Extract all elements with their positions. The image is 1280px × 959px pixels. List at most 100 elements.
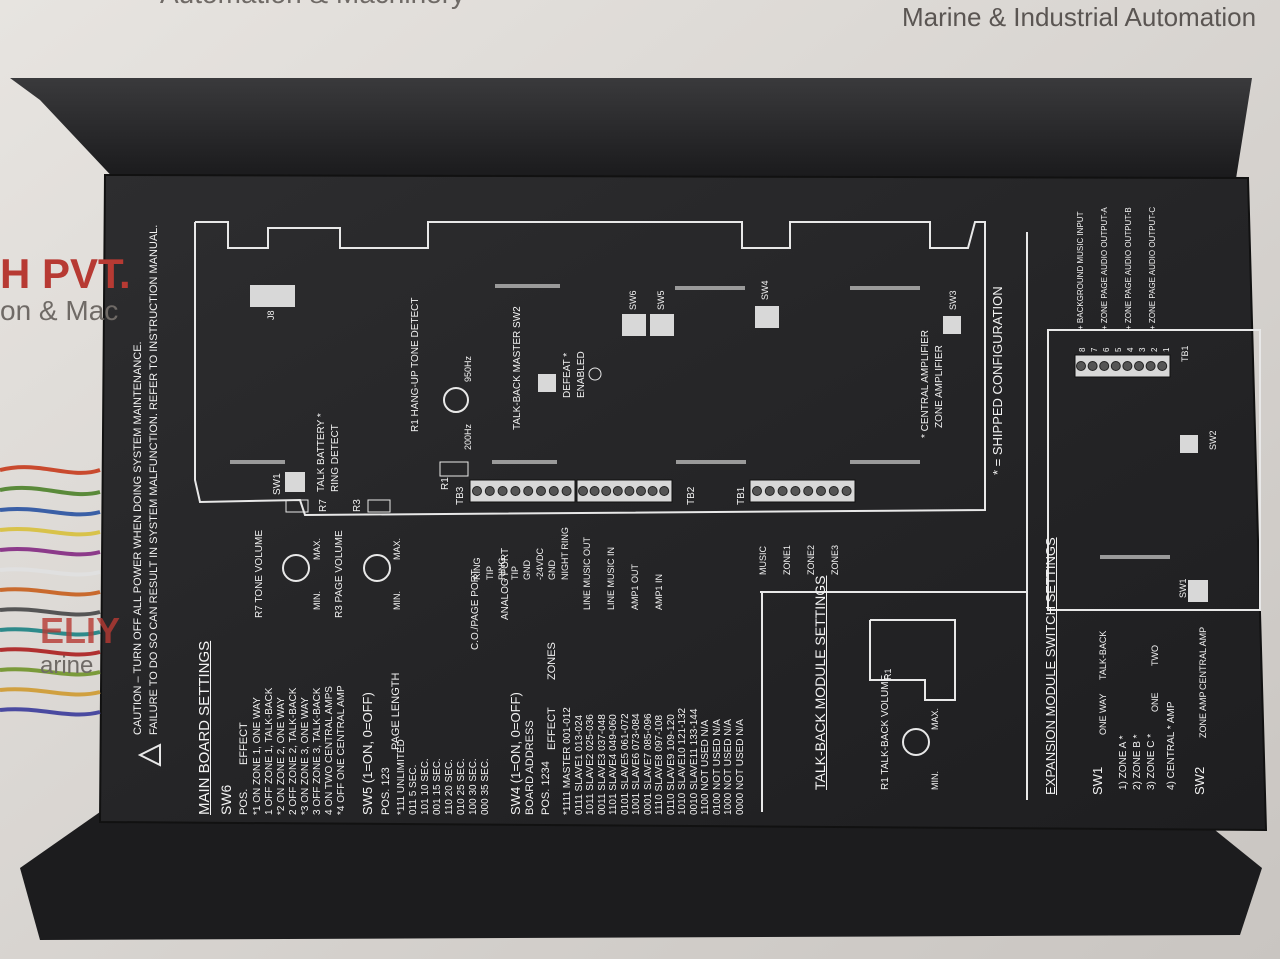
zone-amp-label: ZONE AMPLIFIER [934,345,945,428]
sw4-subtitle: BOARD ADDRESS [524,720,536,815]
sw4-row: 0010 SLAVE11 133-144 [688,708,700,815]
exp-zone-c: 3) ZONE C * [1146,733,1157,790]
terminal-block-tb1 [749,479,856,503]
sw5-chip-label: SW5 [656,290,666,310]
sw6-dip [622,314,646,336]
j8-connector [250,285,295,307]
exp-terminal-number: 1 [1162,347,1171,352]
hz-high: 950Hz [463,355,473,382]
terminal-screw [777,486,788,496]
sw4-dip [755,306,779,328]
caution-icon [137,743,161,767]
sw6-header-pos: POS. [238,788,250,815]
sw4-header-effect: EFFECT [546,707,558,750]
terminal-screw [1099,361,1110,371]
sw4-title: SW4 (1=ON, 0=OFF) [508,692,523,815]
sw4-row: 0110 SLAVE9 109-120 [665,714,677,815]
exp-sw2-title: SW2 [1192,766,1207,795]
terminal-screw [828,486,839,496]
exp-terminal-number: 8 [1078,347,1087,352]
tbm-min: MIN. [930,771,940,790]
main-plate [98,173,1268,832]
expansion-title: EXPANSION MODULE SWITCH SETTINGS [1043,537,1058,795]
r7-ref: R7 [318,499,329,512]
exp-terminal-label: + ZONE PAGE AUDIO OUTPUT-A [1100,207,1109,330]
r1-hangup-label: R1 HANG-UP TONE DETECT [410,297,421,432]
main-board-title: MAIN BOARD SETTINGS [196,640,213,815]
talkback-module-outline [869,619,956,701]
tb1-terminal-label: MUSIC [758,546,768,575]
sw4-header-pos: POS. 1234 [540,761,552,815]
tb2-terminal-label: LINE MUSIC IN [606,546,616,610]
exp-zone-b: 2) ZONE B * [1132,734,1143,790]
sw4-row: 0111 SLAVE1 013-024 [573,714,585,815]
exp-terminal-label: + BACKGROUND MUSIC INPUT [1076,211,1085,330]
sw5-row: 110 20 SEC. [444,759,455,815]
sw4-row: 0000 NOT USED N/A [734,719,746,815]
header-strips [230,284,1170,559]
watermark-left-red: H PVT. [0,250,131,297]
sw2-label: TALK-BACK MASTER SW2 [512,306,523,430]
sw4-header-zones: ZONES [546,642,558,680]
watermark-top-left: Automation & Machinery [160,0,465,10]
sw5-row: 011 5 SEC. [408,764,419,815]
r7-label: R7 TONE VOLUME [254,530,265,618]
sw5-dip [650,314,674,336]
terminal-screw [816,486,826,496]
talkback-module-title: TALK-BACK MODULE SETTINGS [812,575,828,790]
exp-tb1-label: TB1 [1180,345,1190,362]
sw3-chip-label: SW3 [948,290,958,310]
sw6-title: SW6 [218,784,234,815]
terminal-screw [548,486,559,496]
terminal-screw [612,486,623,496]
r1-hangup-knob [443,387,469,413]
terminal-screw [624,486,635,496]
terminal-screw [764,486,775,496]
shipped-configuration: * = SHIPPED CONFIGURATION [990,286,1005,475]
terminal-screw [647,486,658,496]
r3-box [367,499,391,513]
r7-box [285,499,309,513]
exp-sw1-chip-label: SW1 [1178,578,1188,598]
sw4-row: 1100 NOT USED N/A [700,719,711,815]
r1-ref: R1 [440,477,451,490]
sw4-row: 1000 NOT USED N/A [723,719,734,815]
hz-low: 200Hz [463,423,473,450]
sw6-row: *4 OFF ONE CENTRAL AMP [336,685,347,815]
terminal-screw [803,486,814,496]
exp-terminal-number: 6 [1102,347,1111,352]
tb2-label: TB2 [686,486,697,505]
sw5-title: SW5 (1=ON, 0=OFF) [360,692,375,815]
terminal-screw [497,486,508,496]
exp-zone-a: 1) ZONE A * [1118,735,1129,790]
enabled-label: ENABLED [576,351,587,398]
terminal-screw [659,486,670,496]
tb3-terminal-label: TIP [484,565,495,580]
sw6-row: *1 ON ZONE 1, ONE WAY [252,697,263,815]
exp-terminal-number: 5 [1114,347,1123,352]
terminal-screws [472,361,1168,496]
sw4-chip-label: SW4 [760,280,770,300]
exp-sw1-title: SW1 [1090,766,1105,795]
r7-min: MIN. [312,591,322,610]
watermark-top-right: Marine & Industrial Automation [902,2,1257,32]
exp-talk-back: TALK-BACK [1098,630,1108,680]
sw4-row: 1110 SLAVE8 097-108 [654,714,665,815]
r3-min: MIN. [392,591,402,610]
sw4-row: 0101 SLAVE5 061-072 [619,713,631,815]
sw3-switch [943,316,961,334]
terminal-screw [1157,361,1168,371]
r7-max: MAX. [312,537,322,560]
tb2-terminal-label: AMP1 OUT [630,563,640,610]
exp-sw2-switch [1180,435,1198,453]
tb3-group1: C.O./PAGE PORT [470,569,481,650]
sw5-row: 101 10 SEC. [420,758,431,815]
tbm-max: MAX. [930,707,940,730]
terminal-screw [1110,361,1121,371]
sw5-row: *111 UNLIMITED [396,739,407,815]
sw5-row: 100 30 SEC. [468,758,479,815]
tb3-terminal-label: -24VDC [534,547,545,580]
sw4-row: 0011 SLAVE3 037-048 [596,714,608,815]
terminal-screw [484,486,495,496]
r3-ref: R3 [352,499,363,512]
